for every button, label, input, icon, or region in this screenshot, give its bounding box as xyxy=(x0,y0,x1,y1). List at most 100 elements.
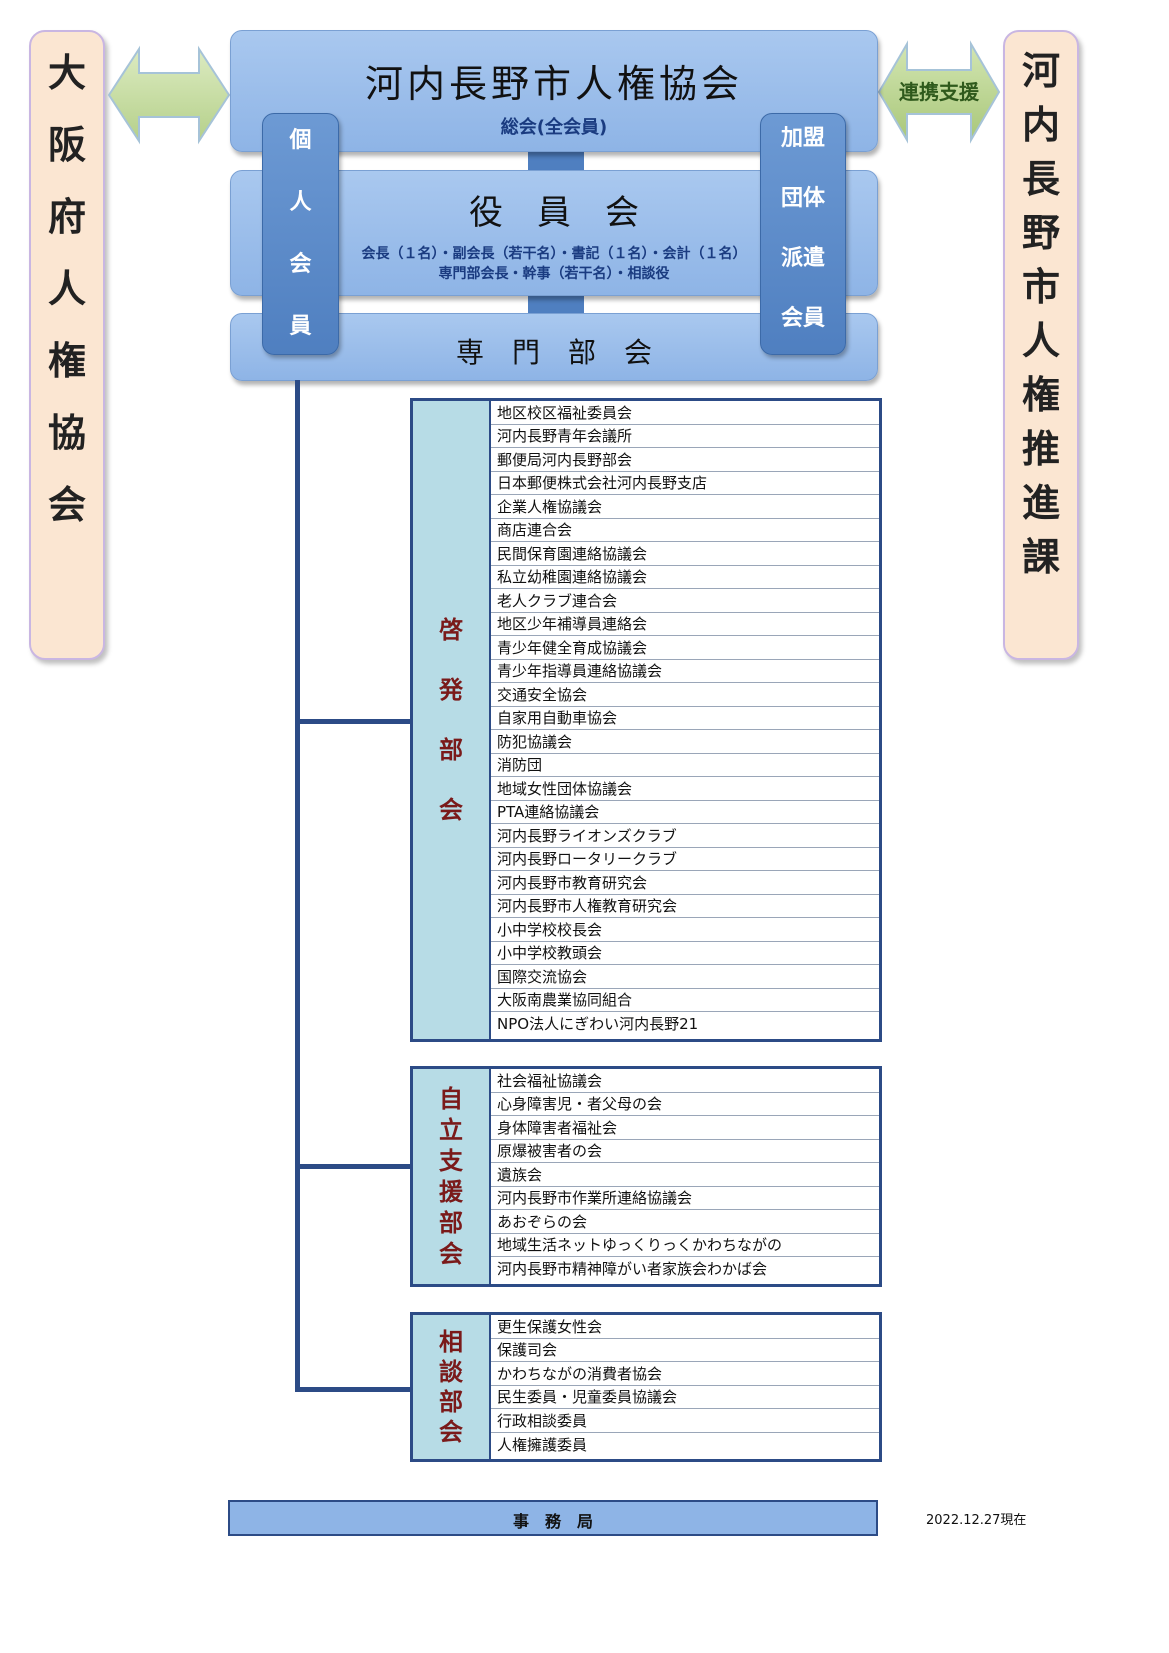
board-title: 役 員 会 xyxy=(469,193,639,233)
vertical-char: 個 xyxy=(289,128,312,153)
vertical-char: 援 xyxy=(439,1178,463,1206)
vertical-char: 人 xyxy=(47,267,86,311)
vertical-word: 派遣 xyxy=(780,246,825,271)
member-organization: 民間保育園連絡協議会 xyxy=(491,542,879,566)
member-organization: 河内長野ライオンズクラブ xyxy=(491,824,879,848)
vertical-char: 野 xyxy=(1021,211,1060,255)
vertical-char: 自 xyxy=(439,1085,463,1113)
vertical-char: 員 xyxy=(289,314,312,339)
member-organization: 商店連合会 xyxy=(491,519,879,542)
date-note: 2022.12.27現在 xyxy=(926,1513,1027,1528)
member-organization: 青少年健全育成協議会 xyxy=(491,636,879,660)
group-label: 自立支援部会 xyxy=(413,1069,491,1284)
tree-trunk xyxy=(295,380,300,1392)
member-list: 更生保護女性会保護司会かわちながの消費者協会民生委員・児童委員協議会行政相談委員… xyxy=(491,1315,879,1459)
branch-consultation xyxy=(295,1387,412,1392)
member-organization: 河内長野ロータリークラブ xyxy=(491,848,879,871)
member-organization: 消防団 xyxy=(491,754,879,777)
board-roles-line-2: 専門部会長・幹事（若干名）・相談役 xyxy=(438,266,670,282)
member-organization: 河内長野市人権教育研究会 xyxy=(491,895,879,918)
branch-awareness xyxy=(295,719,412,724)
member-organization: 民生委員・児童委員協議会 xyxy=(491,1386,879,1409)
vertical-char: 進 xyxy=(1021,481,1060,525)
secretariat-box: 事 務 局 xyxy=(228,1500,878,1536)
vertical-word: 加盟 xyxy=(780,126,825,151)
vertical-char: 人 xyxy=(1021,319,1060,363)
vertical-char: 支 xyxy=(439,1147,463,1175)
division-pillar-label: 河内長野市人権推進課 xyxy=(1005,32,1077,576)
member-organization: 私立幼稚園連絡協議会 xyxy=(491,566,879,589)
vertical-word: 団体 xyxy=(780,186,825,211)
member-organization: 行政相談委員 xyxy=(491,1409,879,1433)
member-organization: 河内長野青年会議所 xyxy=(491,425,879,448)
osaka-pillar-label: 大阪府人権協会 xyxy=(31,32,103,524)
vertical-char: 立 xyxy=(439,1116,463,1144)
member-organization: 青少年指導員連絡協議会 xyxy=(491,660,879,683)
member-organization: 地区少年補導員連絡会 xyxy=(491,613,879,636)
left-double-arrow xyxy=(107,45,231,145)
vertical-word: 会員 xyxy=(780,306,825,331)
vertical-char: 府 xyxy=(47,195,86,239)
member-organization: 郵便局河内長野部会 xyxy=(491,448,879,472)
board-roles-line-1: 会長（１名）・副会長（若干名）・書記（１名）・会計（１名） xyxy=(361,246,747,262)
connector-stub-2 xyxy=(528,295,584,315)
vertical-char: 相 xyxy=(439,1328,463,1356)
consultation-committee-group: 相談部会 更生保護女性会保護司会かわちながの消費者協会民生委員・児童委員協議会行… xyxy=(410,1312,882,1462)
member-organization: 小中学校校長会 xyxy=(491,918,879,942)
member-organization: あおぞらの会 xyxy=(491,1210,879,1234)
member-organization: 遺族会 xyxy=(491,1163,879,1187)
association-title: 河内長野市人権協会 xyxy=(364,62,743,106)
member-organization: 地域生活ネットゆっくりっくかわちながの xyxy=(491,1234,879,1257)
awareness-committee-group: 啓発部会 地区校区福祉委員会河内長野青年会議所郵便局河内長野部会日本郵便株式会社… xyxy=(410,398,882,1042)
vertical-char: 談 xyxy=(439,1358,463,1386)
assembly-subtitle: 総会(全会員) xyxy=(500,117,608,138)
vertical-char: 長 xyxy=(1021,157,1060,201)
vertical-char: 会 xyxy=(289,252,312,277)
member-organization: 国際交流協会 xyxy=(491,965,879,989)
member-organization: PTA連絡協議会 xyxy=(491,801,879,824)
vertical-char: 部 xyxy=(439,736,463,764)
vertical-char: 権 xyxy=(47,339,86,383)
member-organization: 防犯協議会 xyxy=(491,730,879,754)
vertical-char: 阪 xyxy=(47,123,86,167)
dispatched-members-pill: 加盟団体派遣会員 xyxy=(760,113,846,355)
vertical-char: 課 xyxy=(1021,535,1060,579)
member-organization: 原爆被害者の会 xyxy=(491,1140,879,1163)
vertical-char: 会 xyxy=(47,483,86,527)
member-organization: 保護司会 xyxy=(491,1339,879,1362)
link-support-label: 連携支援 xyxy=(899,80,979,104)
vertical-char: 権 xyxy=(1021,373,1060,417)
branch-independence xyxy=(295,1164,412,1169)
independence-support-committee-group: 自立支援部会 社会福祉協議会心身障害児・者父母の会身体障害者福祉会原爆被害者の会… xyxy=(410,1066,882,1287)
vertical-char: 河 xyxy=(1021,49,1060,93)
dispatched-members-label: 加盟団体派遣会員 xyxy=(761,114,845,330)
member-organization: 小中学校教頭会 xyxy=(491,942,879,965)
member-organization: 日本郵便株式会社河内長野支店 xyxy=(491,472,879,495)
member-organization: 社会福祉協議会 xyxy=(491,1069,879,1093)
member-organization: 地区校区福祉委員会 xyxy=(491,401,879,425)
member-organization: 企業人権協議会 xyxy=(491,495,879,519)
committee-title: 専 門 部 会 xyxy=(455,336,652,369)
kawachinagano-human-rights-division: 河内長野市人権推進課 xyxy=(1003,30,1079,660)
member-organization: 河内長野市精神障がい者家族会わかば会 xyxy=(497,1260,768,1279)
connector-stub-1 xyxy=(528,150,584,172)
member-organization: 心身障害児・者父母の会 xyxy=(491,1093,879,1116)
group-label: 相談部会 xyxy=(413,1315,491,1459)
osaka-human-rights-association: 大阪府人権協会 xyxy=(29,30,105,660)
vertical-char: 会 xyxy=(439,796,463,824)
secretariat-label: 事 務 局 xyxy=(512,1512,593,1531)
vertical-char: 部 xyxy=(439,1388,463,1416)
vertical-char: 啓 xyxy=(439,616,463,644)
member-organization: 自家用自動車協会 xyxy=(491,707,879,730)
vertical-char: 人 xyxy=(289,190,312,215)
individual-members-pill: 個人会員 xyxy=(262,113,339,355)
vertical-char: 協 xyxy=(47,411,86,455)
member-organization: 身体障害者福祉会 xyxy=(491,1116,879,1140)
member-list: 地区校区福祉委員会河内長野青年会議所郵便局河内長野部会日本郵便株式会社河内長野支… xyxy=(491,401,879,1039)
vertical-char: 大 xyxy=(47,51,86,95)
group-label: 啓発部会 xyxy=(413,401,491,1039)
vertical-char: 推 xyxy=(1021,427,1060,471)
member-organization: かわちながの消費者協会 xyxy=(491,1362,879,1386)
vertical-char: 内 xyxy=(1021,103,1060,147)
member-organization: 河内長野市作業所連絡協議会 xyxy=(491,1187,879,1210)
